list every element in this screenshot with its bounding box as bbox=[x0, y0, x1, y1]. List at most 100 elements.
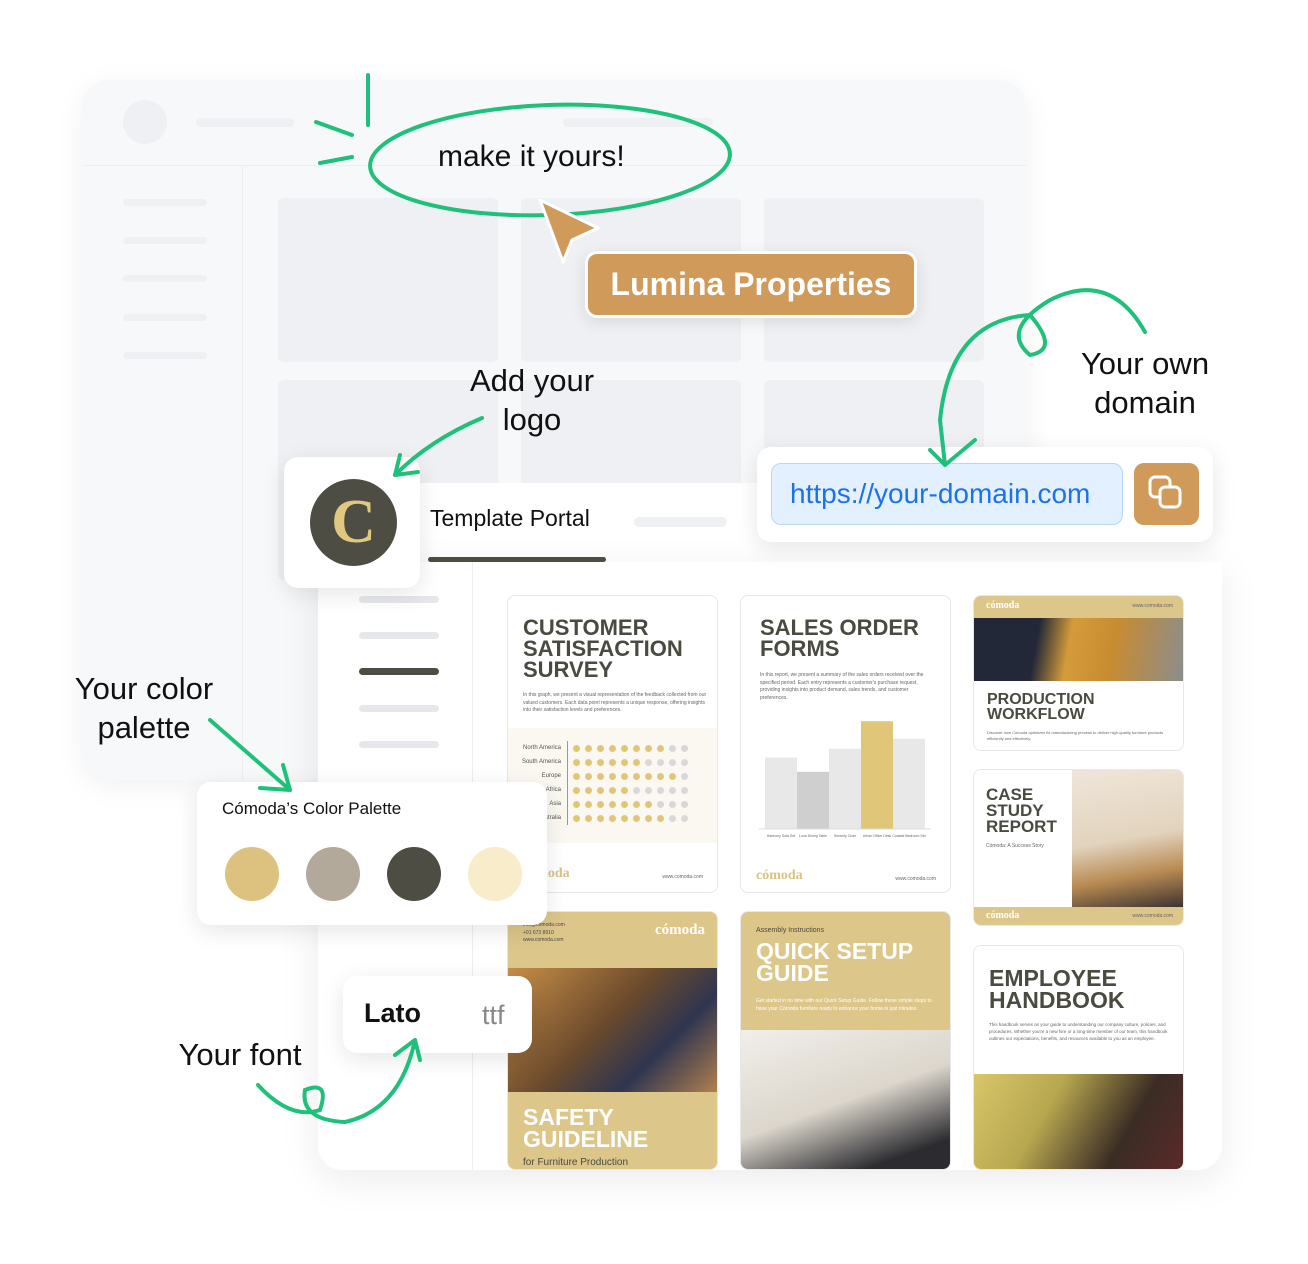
dot-mark bbox=[609, 814, 616, 822]
card-body: In this report, we present a summary of … bbox=[760, 672, 924, 701]
dot-mark bbox=[585, 772, 592, 780]
card-kicker: Assembly Instructions bbox=[756, 927, 825, 934]
dot-mark bbox=[609, 758, 616, 766]
dot-mark bbox=[645, 786, 652, 794]
dot-mark bbox=[585, 800, 592, 808]
dot-mark bbox=[585, 786, 592, 794]
dot-mark bbox=[573, 772, 580, 780]
dot-mark bbox=[573, 800, 580, 808]
color-palette-card: Cómoda’s Color Palette bbox=[197, 782, 547, 925]
dot-row: Australia bbox=[518, 811, 713, 825]
sidebar-item[interactable] bbox=[359, 741, 439, 748]
domain-input[interactable]: https://your-domain.com bbox=[771, 463, 1123, 525]
annotation-own-domain: Your own domain bbox=[1080, 346, 1210, 420]
sidebar-item[interactable] bbox=[359, 632, 439, 639]
dot-mark bbox=[681, 744, 688, 752]
card-title: QUICK SETUP GUIDE bbox=[756, 938, 913, 986]
dot-mark bbox=[681, 772, 688, 780]
dot-mark bbox=[633, 800, 640, 808]
placeholder bbox=[123, 352, 207, 359]
bar bbox=[765, 757, 797, 829]
color-swatch[interactable] bbox=[225, 847, 279, 901]
card-body: In this graph, we present a visual repre… bbox=[523, 692, 707, 713]
card-title: CUSTOMER SATISFACTION SURVEY bbox=[523, 615, 683, 682]
color-swatch[interactable] bbox=[306, 847, 360, 901]
brand-logo: cómoda bbox=[986, 600, 1020, 611]
bar bbox=[829, 748, 861, 829]
card-title: EMPLOYEE HANDBOOK bbox=[989, 965, 1125, 1013]
brand-logo: cómoda bbox=[756, 868, 803, 883]
dot-mark bbox=[597, 758, 604, 766]
color-swatch[interactable] bbox=[468, 847, 522, 901]
active-tab-indicator bbox=[428, 557, 606, 562]
font-card[interactable]: Lato ttf bbox=[343, 976, 532, 1053]
dot-mark bbox=[681, 786, 688, 794]
dot-row-label: South America bbox=[518, 755, 568, 769]
tab-placeholder[interactable] bbox=[634, 517, 727, 527]
placeholder bbox=[278, 198, 498, 362]
dot-mark bbox=[573, 744, 580, 752]
dot-row: North America bbox=[518, 741, 713, 755]
dot-mark bbox=[585, 744, 592, 752]
bar-label: Harmony Sofa Set bbox=[767, 834, 796, 838]
sidebar-item[interactable] bbox=[359, 705, 439, 712]
card-body: This handbook serves as your guide to un… bbox=[989, 1022, 1168, 1041]
dot-mark bbox=[669, 744, 676, 752]
dot-mark bbox=[657, 758, 664, 766]
team-photo bbox=[974, 1074, 1183, 1169]
dot-row-label: North America bbox=[518, 741, 568, 755]
annotation-font: Your font bbox=[178, 1037, 302, 1072]
sidebar-item[interactable] bbox=[359, 596, 439, 603]
dot-mark bbox=[621, 744, 628, 752]
card-title: CASE STUDY REPORT bbox=[986, 785, 1057, 837]
copy-button[interactable] bbox=[1134, 463, 1199, 525]
copy-icon bbox=[1148, 475, 1182, 509]
dot-row-label: Europe bbox=[518, 769, 568, 783]
dot-mark bbox=[645, 758, 652, 766]
dot-mark bbox=[633, 786, 640, 794]
color-swatch[interactable] bbox=[387, 847, 441, 901]
dot-mark bbox=[633, 744, 640, 752]
template-card-sales-order[interactable]: SALES ORDER FORMS In this report, we pre… bbox=[740, 595, 951, 893]
card-title: SALES ORDER FORMS bbox=[760, 615, 919, 661]
dot-row-label: Africa bbox=[518, 783, 568, 797]
dot-mark bbox=[621, 800, 628, 808]
dot-mark bbox=[585, 758, 592, 766]
logo-card[interactable]: C bbox=[284, 457, 420, 588]
template-card-quick-setup[interactable]: Assembly Instructions QUICK SETUP GUIDE … bbox=[740, 911, 951, 1170]
template-card-production-workflow[interactable]: cómoda www.comoda.com PRODUCTION WORKFLO… bbox=[973, 595, 1184, 751]
placeholder bbox=[123, 314, 207, 321]
bar bbox=[861, 721, 893, 829]
sidebar-item-active[interactable] bbox=[359, 668, 439, 675]
dot-row-label: Asia bbox=[518, 797, 568, 811]
arrow-to-logo bbox=[393, 416, 484, 477]
template-card-customer-survey[interactable]: CUSTOMER SATISFACTION SURVEY In this gra… bbox=[507, 595, 718, 893]
card-body: Discover how Cómoda optimizes its manufa… bbox=[987, 730, 1164, 741]
card-subtitle: for Furniture Production bbox=[523, 1157, 629, 1168]
dot-mark bbox=[681, 758, 688, 766]
gloves-photo bbox=[974, 618, 1183, 681]
arrow-to-domain bbox=[928, 288, 1147, 467]
placeholder bbox=[123, 275, 207, 282]
bar bbox=[797, 771, 829, 829]
dot-mark bbox=[585, 814, 592, 822]
portal-title: Template Portal bbox=[430, 505, 590, 531]
dot-mark bbox=[657, 800, 664, 808]
card-url: www.comoda.com bbox=[1132, 913, 1173, 919]
divider bbox=[82, 165, 1026, 166]
dot-mark bbox=[657, 786, 664, 794]
template-card-case-study[interactable]: CASE STUDY REPORT Cómoda: A Success Stor… bbox=[973, 769, 1184, 926]
dot-mark bbox=[609, 744, 616, 752]
dot-mark bbox=[597, 814, 604, 822]
card-url: www.comoda.com bbox=[662, 874, 703, 880]
font-format: ttf bbox=[482, 1000, 505, 1030]
dot-mark bbox=[621, 758, 628, 766]
bar bbox=[893, 738, 925, 829]
template-card-employee-handbook[interactable]: EMPLOYEE HANDBOOK This handbook serves a… bbox=[973, 945, 1184, 1170]
dot-mark bbox=[669, 772, 676, 780]
card-title: SAFETY GUIDELINE bbox=[523, 1104, 649, 1152]
dot-mark bbox=[645, 800, 652, 808]
